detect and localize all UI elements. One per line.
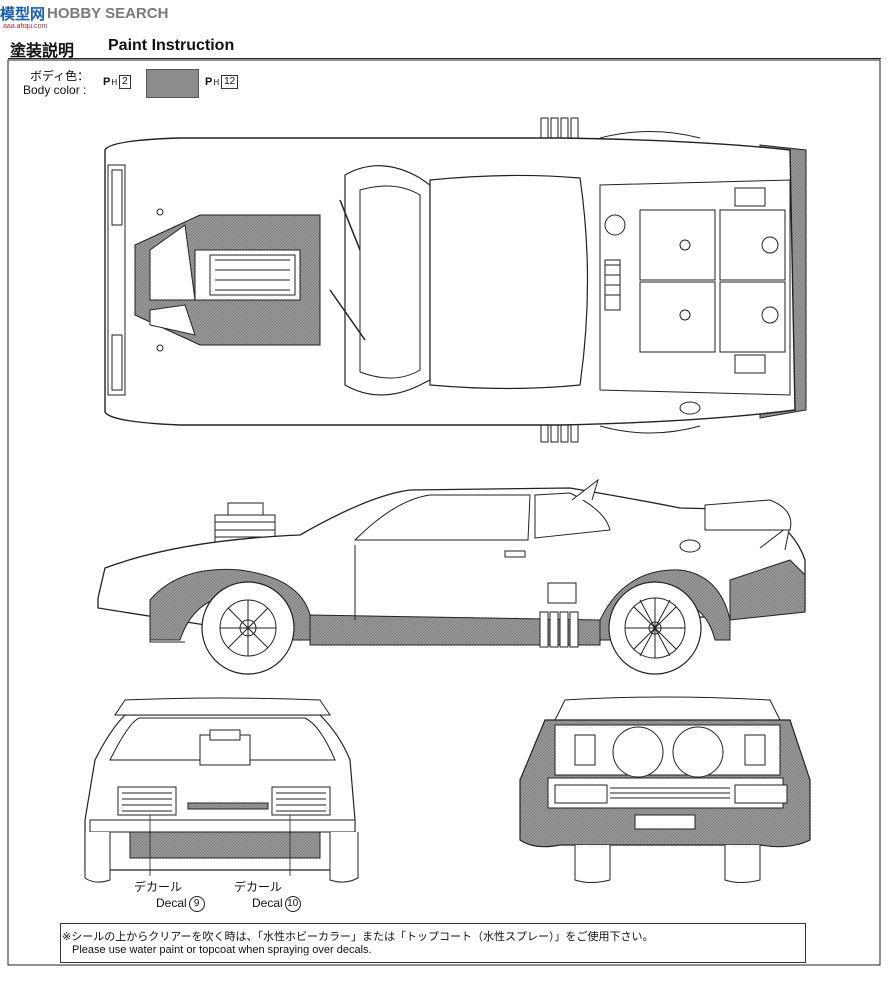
note-jp: ※シールの上からクリアーを吹く時は、「水性ホビーカラー」または「トップコート（水… (62, 930, 654, 943)
rear-view (519, 696, 811, 883)
decal-9-number: 9 (188, 896, 205, 912)
exhaust-pipes-top (540, 117, 579, 149)
paint-code-a-prefix: P (103, 76, 111, 88)
watermark-brand: HOBBY SEARCH (47, 4, 169, 22)
paint-code-b-number: 12 (221, 75, 239, 89)
paint-code-a-number: 2 (119, 75, 131, 89)
watermark-mark: 模型网 (0, 4, 46, 23)
decal-10-label-jp: デカール (234, 880, 283, 894)
paint-code-a-sub: H (111, 77, 118, 87)
decal-9-label-en: Decal (156, 896, 187, 911)
body-color-label-jp: ボディ色： (30, 69, 90, 83)
page-title-jp: 塗装説明 (10, 41, 75, 60)
page-frame (7, 59, 881, 966)
decal-9-label-jp: デカール (134, 880, 183, 894)
note-en: Please use water paint or topcoat when s… (72, 944, 372, 956)
color-swatch (146, 69, 199, 98)
watermark-site: aaa.ahqu.com (3, 23, 48, 30)
header-rule (8, 58, 881, 59)
side-view (97, 478, 806, 675)
decal-10-number: 10 (284, 896, 301, 912)
paint-code-b-sub: H (213, 77, 220, 87)
watermark-logo: 模型网 HOBBY SEARCH (0, 0, 168, 26)
page-title-en: Paint Instruction (108, 37, 235, 54)
body-color-label-en: Body color : (23, 83, 87, 97)
paint-code-b-prefix: P (205, 76, 213, 88)
decal-10-label-en: Decal (252, 896, 283, 911)
top-view (104, 117, 807, 443)
front-view (84, 697, 359, 883)
note-box (60, 923, 806, 963)
